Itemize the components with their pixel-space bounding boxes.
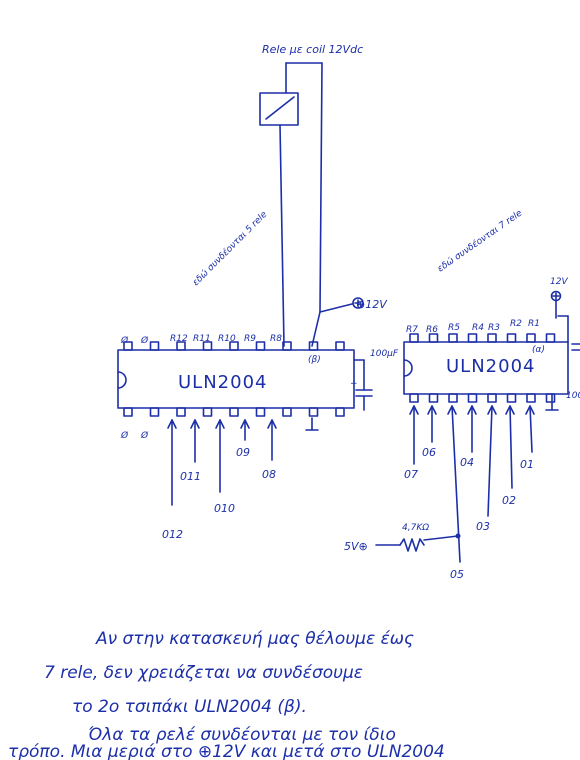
chip-a-top-pin-1 [409,333,419,343]
chip-b-name: ULN2004 [178,372,267,393]
chip-a-out-07: 07 [404,468,418,481]
relay-label: Rele με coil 12Vdc [262,43,363,56]
chip-a-out-02: 02 [502,494,516,507]
chip-b-tag: (β) [308,355,321,365]
chip-a-note: εδώ συνδέονται 7 rele [435,207,524,274]
chip-a-top-pin-6 [506,333,517,343]
chip-b-top-pin-4 [202,341,213,351]
chip-b: ULN2004 (β) Ø Ø R12 R11 R10 R9 R8 Ø Ø [117,334,355,441]
chip-b-bottom-pin-4 [202,407,213,417]
chip-a-top-pin-8 [545,333,556,343]
note-line-2: 7 rele, δεν χρειάζεται να συνδέσουμε [44,663,363,683]
chip-b-top-pin-9 [335,341,345,351]
chip-b-top-pin-6: R9 [244,334,256,344]
chip-b-top-pin-7: R8 [270,334,282,344]
chip-a-tag: (α) [532,345,545,355]
chip-b-top-pin-1 [123,341,133,351]
chip-b-top-pin-2 [149,341,160,351]
chip-b-bottom-pin-9 [335,407,345,417]
chip-a-bottom-pin-2 [428,393,439,403]
supply-5v-label: 5V⊕ [344,540,368,553]
chip-b-bottom-pin-1: Ø [120,430,129,441]
chip-b-bottom-pin-2: Ø [140,430,149,441]
chip-a-top-pin-7 [526,333,536,343]
note-line-4: Όλα τα ρελέ συνδέονται με τον ίδιο [88,725,396,745]
chip-a-outputs: 07 06 05 04 03 02 01 [404,405,535,581]
chip-b-bottom-pin-7 [282,407,292,417]
chip-a-out-03: 03 [476,520,490,533]
chip-b-top-pin-1: Ø [120,335,129,346]
chip-a-out-01: 01 [520,458,534,471]
supply-12v-mid-label: ⊕12V [356,298,388,311]
chip-a-out-06: 06 [422,446,436,459]
chip-a-top-pin-5 [487,333,497,343]
chip-a-out-05: 05 [450,568,464,581]
chip-a-top-pin-1: R7 [406,325,418,335]
chip-b-bottom-pin-8 [308,407,319,417]
note-line-5: τρόπο. Μια μεριά στο ⊕12V και μετά στο U… [8,742,445,760]
capacitor-plus: + [350,379,358,389]
handwritten-note: Αν στην κατασκευή μας θέλουμε έως 7 rele… [8,629,445,760]
chip-b-bottom-pin-2 [149,407,160,417]
chip-a-top-pin-2: R6 [426,325,438,335]
chip-a-top-pin-2 [428,333,439,343]
resistor-label: 4,7KΩ [402,523,429,533]
supply-12v-right-label: 12V [550,277,568,287]
chip-b-top-pin-8 [308,341,319,351]
chip-a-name: ULN2004 [446,356,535,377]
capacitor-label: 100μF [370,349,399,359]
chip-b-bottom-pin-1 [123,407,133,417]
chip-b-out-010: 010 [214,502,235,515]
chip-b-top-pin-6 [255,341,266,351]
chip-b-top-pin-3 [176,341,186,351]
chip-a-top-pin-7: R1 [528,319,540,329]
note-line-1: Αν στην κατασκευή μας θέλουμε έως [95,629,414,649]
chip-a-bottom-pins [409,393,556,403]
chip-b-outputs: 012 011 010 09 08 [162,419,277,541]
chip-a-out-04: 04 [460,456,474,469]
chip-a-bottom-pin-8 [545,393,556,403]
chip-a-top-pin-5: R3 [488,323,500,333]
chip-b-top-pin-5 [229,341,239,351]
chip-b-bottom-pin-5 [229,407,239,417]
chip-b-bottom-pins [123,407,345,417]
chip-b-top-pins [123,341,345,351]
supply-5v-resistor: 5V⊕ 4,7KΩ [344,523,461,553]
chip-a-top-pin-3 [448,333,458,343]
chip-b-bottom-pin-3 [176,407,186,417]
chip-b-out-08: 08 [262,468,276,481]
chip-a-bottom-pin-7 [526,393,536,403]
chip-b-top-pin-2: Ø [140,335,149,346]
chip-b-out-011: 011 [180,470,201,483]
chip-b-out-012: 012 [162,528,183,541]
chip-a-bottom-pin-1 [409,393,419,403]
chip-a-bottom-pin-4 [467,393,478,403]
chip-a-bottom-pin-3 [448,393,458,403]
relay-coil [259,62,323,347]
chip-b-out-09: 09 [236,446,250,459]
chip-a-bottom-pin-5 [487,393,497,403]
chip-a-bottom-pin-6 [506,393,517,403]
chip-b-top-pin-5: R10 [218,334,236,344]
chip-a-top-pin-4 [467,333,478,343]
capacitor-100uf: + 100μF [350,349,399,411]
chip-a: ULN2004 (α) R7 R6 R5 R4 R3 R2 R1 12V 100 [403,277,580,411]
chip-a-top-pin-3: R5 [448,323,460,333]
chip-a-top-pin-4: R4 [472,323,484,333]
chip-b-note: εδώ συνδέονται 5 rele [190,209,269,288]
chip-b-top-pin-7 [282,341,292,351]
chip-b-top-pin-3: R12 [170,334,188,344]
chip-a-top-pin-6: R2 [510,319,522,329]
note-line-3: το 2ο τσιπάκι ULN2004 (β). [72,697,307,717]
supply-12v-mid: ⊕12V [311,297,388,347]
chip-b-top-pin-4: R11 [193,334,211,344]
chip-b-bottom-pin-6 [255,407,266,417]
capacitor-right-partial: 100 [566,391,580,401]
chip-a-top-pins [409,333,556,343]
